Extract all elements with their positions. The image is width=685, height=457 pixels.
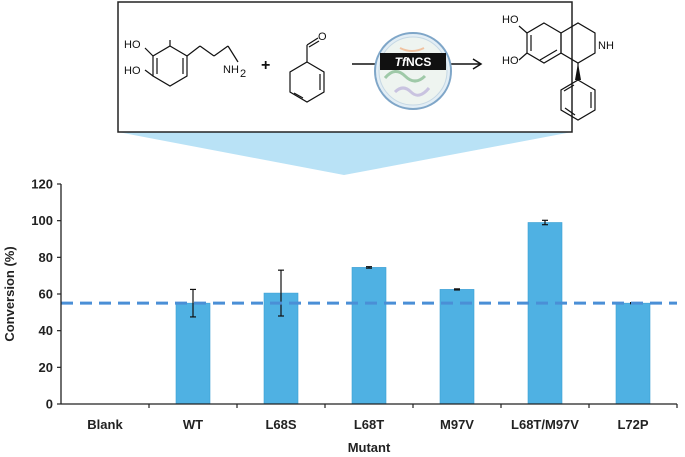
y-tick-label: 0 [46,397,53,412]
error-bar [366,266,372,269]
x-tick-label: WT [183,417,203,432]
y-tick-label: 120 [31,177,53,192]
dopamine-oh-top: HO [124,39,141,51]
enzyme-label-box [380,53,446,70]
x-axis-ticks: Blank WT L68S L68T M97V L68T/M97V L72P [87,404,678,432]
x-tick-label: Blank [87,417,123,432]
bar-m97v [439,289,475,405]
product-oh-bottom: HO [502,55,519,67]
bar-l68t [351,267,387,405]
product-oh-top: HO [502,14,519,26]
enzyme-badge: TfNCS [374,32,452,110]
dopamine-amine: NH [223,64,239,76]
stereo-wedge [575,63,581,80]
error-bar [190,288,196,318]
aldehyde-oxygen: O [318,31,327,43]
error-bar [542,219,548,226]
x-tick-label: M97V [440,417,474,432]
y-tick-label: 20 [39,360,53,375]
reaction-scheme: HO HO NH 2 + O TfNCS [117,1,614,175]
y-axis-title: Conversion (%) [2,246,17,341]
benzaldehyde-structure [289,37,325,103]
y-tick-label: 100 [31,213,53,228]
x-tick-label: L72P [617,417,648,432]
bar-l68t-m97v [527,222,563,405]
scheme-callout-funnel [118,132,572,175]
y-tick-label: 60 [39,287,53,302]
enzyme-label-rest: NCS [406,55,431,69]
plus-sign: + [261,57,270,74]
enzyme-label-italic: Tf [395,55,407,69]
y-tick-label: 80 [39,250,53,265]
error-bar [454,288,460,291]
scheme-box [117,1,573,133]
chart: 0 20 40 60 80 100 120 Blank WT L68S L68T M97V L68T/… [2,177,678,455]
chart-bars [175,222,651,405]
dopamine-amine-subscript: 2 [240,68,246,80]
dopamine-structure [144,40,239,87]
x-tick-label: L68T [354,417,384,432]
y-tick-label: 40 [39,323,53,338]
bar-l72p [615,302,651,405]
enzyme-label: TfNCS [395,55,432,69]
x-tick-label: L68S [265,417,296,432]
bar-wt [175,302,211,405]
dopamine-oh-bottom: HO [124,65,141,77]
x-tick-label: L68T/M97V [511,417,579,432]
product-nh: NH [598,40,614,52]
x-axis-title: Mutant [348,440,391,455]
error-bar [278,269,284,317]
y-axis-ticks: 0 20 40 60 80 100 120 [31,177,61,412]
